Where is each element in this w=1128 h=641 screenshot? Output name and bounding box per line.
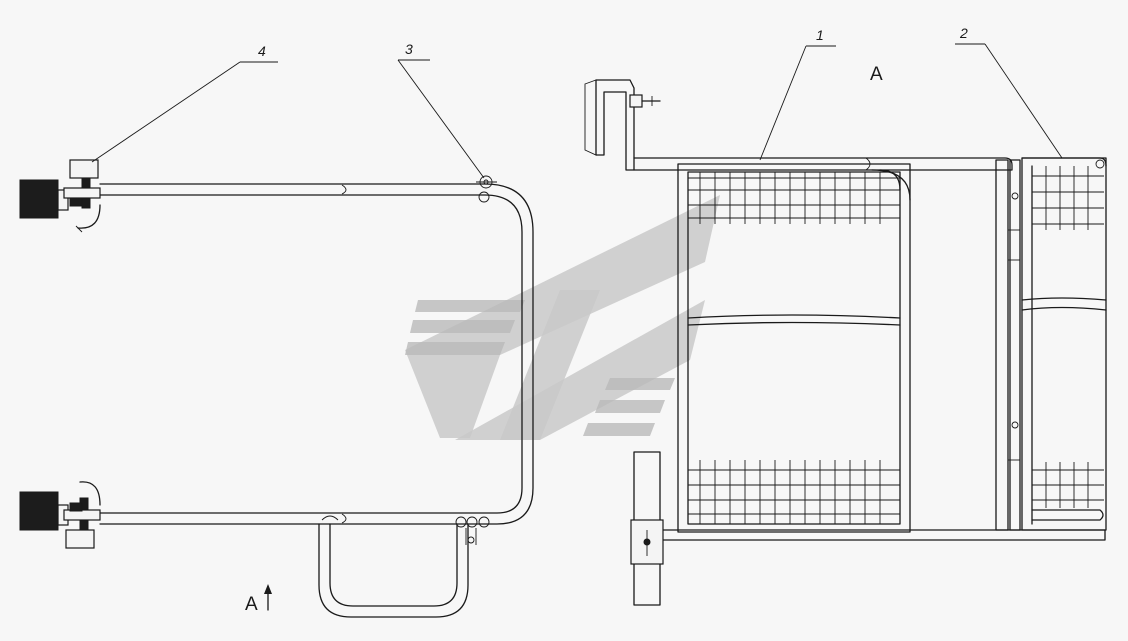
left-view-rail: [19, 159, 534, 618]
right-view-platform: [584, 79, 1107, 606]
right-top-mesh: [1032, 166, 1104, 230]
callout-1: 1: [816, 27, 824, 43]
callout-2: 2: [959, 25, 968, 41]
view-a-arrow-label: A: [245, 594, 258, 615]
view-a-arrow: A: [245, 584, 272, 615]
right-bottom-mesh: [1032, 462, 1104, 508]
bottom-mesh: [688, 460, 900, 524]
callout-4: 4: [258, 43, 266, 59]
watermark-logo: [405, 195, 720, 440]
top-mesh: [688, 172, 900, 224]
view-a-title: A: [870, 64, 883, 85]
callout-3: 3: [405, 41, 413, 57]
callout-leaders: [91, 43, 1063, 179]
